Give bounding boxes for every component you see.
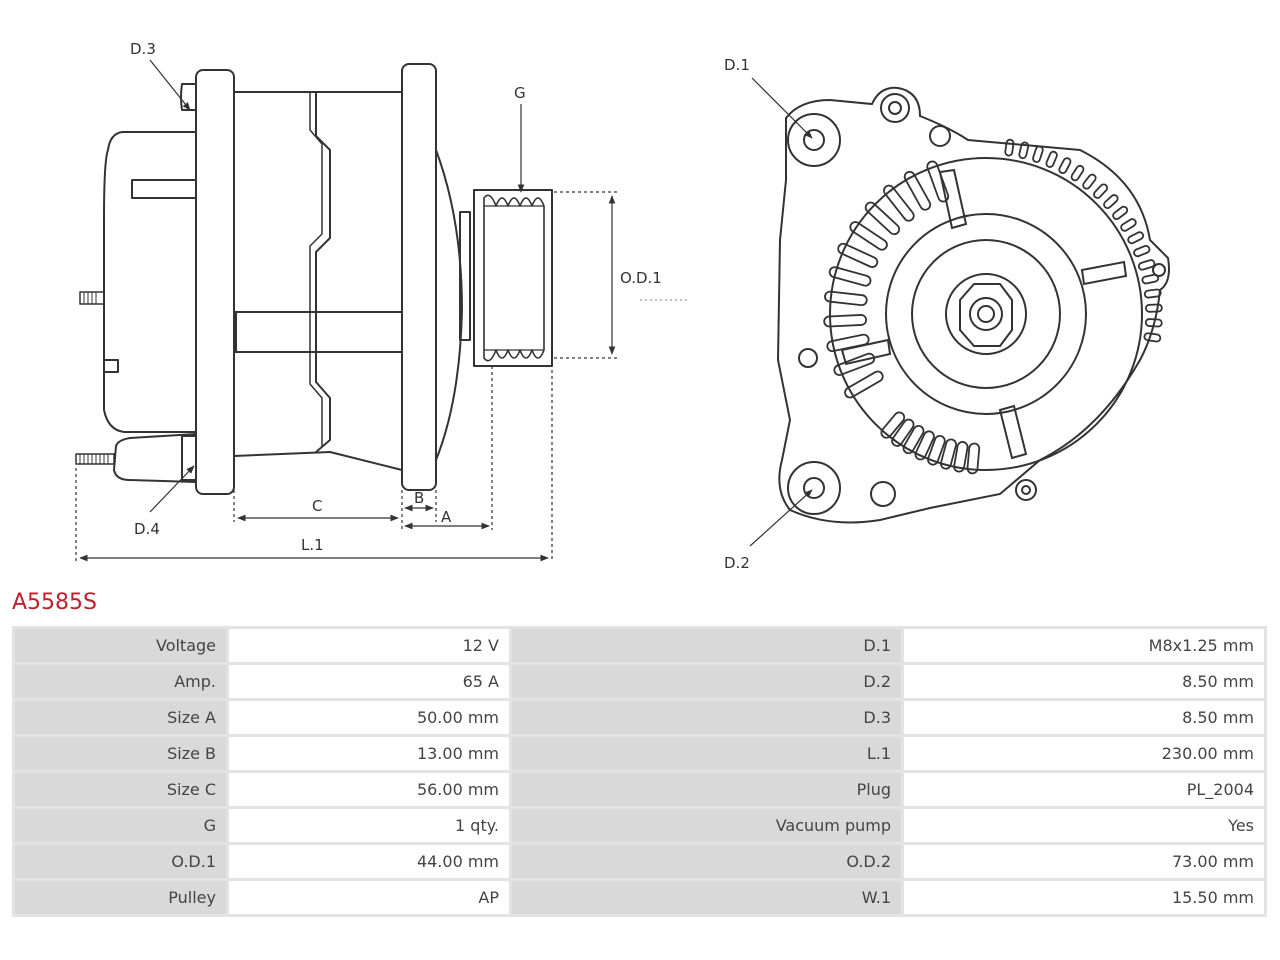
vent-slot — [1141, 273, 1160, 285]
vent-slot — [1004, 138, 1015, 157]
spec-key: D.3 — [512, 701, 901, 734]
label-d1: D.1 — [724, 56, 750, 74]
vent-slot — [926, 160, 950, 203]
vent-slot — [849, 221, 888, 251]
spec-key: D.2 — [512, 665, 901, 698]
spec-value: 56.00 mm — [229, 773, 509, 806]
spec-key: D.1 — [512, 629, 901, 662]
vent-slots — [823, 138, 1163, 475]
spec-key: Plug — [512, 773, 901, 806]
vent-slot — [837, 242, 879, 268]
spec-value: PL_2004 — [904, 773, 1264, 806]
vent-slot — [939, 438, 957, 470]
spec-value: 65 A — [229, 665, 509, 698]
spec-value: 44.00 mm — [229, 845, 509, 878]
label-d4: D.4 — [134, 520, 160, 538]
vent-slot — [914, 430, 935, 461]
spec-key: O.D.1 — [15, 845, 226, 878]
vent-slot — [1144, 318, 1163, 328]
vent-slot — [833, 352, 876, 376]
vent-slot — [823, 314, 868, 328]
spec-key: Size A — [15, 701, 226, 734]
side-dimensions — [75, 59, 690, 562]
vent-slot — [1145, 303, 1163, 313]
spec-key: Voltage — [15, 629, 226, 662]
spec-value: AP — [229, 881, 509, 914]
vent-slot — [927, 434, 946, 466]
spec-value: 8.50 mm — [904, 701, 1264, 734]
side-view — [75, 63, 553, 495]
product-code: A5585S — [12, 590, 98, 615]
spec-value: 15.50 mm — [904, 881, 1264, 914]
vent-slot — [1127, 231, 1145, 245]
vent-slot — [864, 201, 901, 236]
label-b: B — [414, 489, 424, 507]
spec-value: M8x1.25 mm — [904, 629, 1264, 662]
spec-key: W.1 — [512, 881, 901, 914]
vent-slot — [1082, 173, 1097, 190]
vent-slot — [1120, 218, 1137, 232]
spec-key: Size B — [15, 737, 226, 770]
spec-value: Yes — [904, 809, 1264, 842]
vent-slot — [880, 411, 906, 439]
vent-slot — [903, 170, 932, 211]
front-view — [776, 86, 1170, 524]
label-g: G — [514, 84, 526, 102]
vent-slot — [1137, 259, 1156, 271]
spec-value: 73.00 mm — [904, 845, 1264, 878]
spec-value: 12 V — [229, 629, 509, 662]
vent-slot — [844, 370, 884, 399]
label-c: C — [312, 497, 322, 515]
label-l1: L.1 — [301, 536, 324, 554]
vent-slot — [902, 425, 925, 455]
spec-key: L.1 — [512, 737, 901, 770]
spec-key: Vacuum pump — [512, 809, 901, 842]
spec-key: G — [15, 809, 226, 842]
vent-slot — [883, 184, 915, 222]
vent-slot — [1093, 183, 1109, 199]
front-leaders — [749, 77, 813, 547]
vent-slot — [1143, 332, 1162, 343]
spec-value: 13.00 mm — [229, 737, 509, 770]
vent-slot — [1112, 205, 1129, 221]
spec-value: 1 qty. — [229, 809, 509, 842]
vent-slot — [1103, 194, 1119, 209]
vent-slot — [824, 290, 868, 307]
spec-key: Pulley — [15, 881, 226, 914]
label-d2: D.2 — [724, 554, 750, 572]
vent-slot — [891, 418, 915, 447]
vent-slot — [953, 441, 969, 473]
vent-slot — [1045, 150, 1058, 168]
label-d3: D.3 — [130, 40, 156, 58]
vent-slot — [1143, 288, 1162, 299]
label-a: A — [441, 508, 452, 526]
spec-key: Amp. — [15, 665, 226, 698]
vent-slot — [828, 266, 872, 287]
alternator-diagram: D.3 D.4 G O.D.1 C B A L.1 — [75, 40, 1170, 572]
vent-slot — [1058, 157, 1072, 175]
vent-slot — [826, 333, 870, 353]
spec-key: Size C — [15, 773, 226, 806]
vent-slot — [1032, 145, 1044, 163]
vent-slot — [1018, 141, 1030, 160]
vent-slot — [1133, 244, 1151, 258]
spec-value: 230.00 mm — [904, 737, 1264, 770]
spec-value: 50.00 mm — [229, 701, 509, 734]
label-od1: O.D.1 — [620, 269, 662, 287]
vent-slot — [1070, 164, 1085, 182]
spec-key: O.D.2 — [512, 845, 901, 878]
spec-value: 8.50 mm — [904, 665, 1264, 698]
vent-slot — [966, 442, 981, 475]
